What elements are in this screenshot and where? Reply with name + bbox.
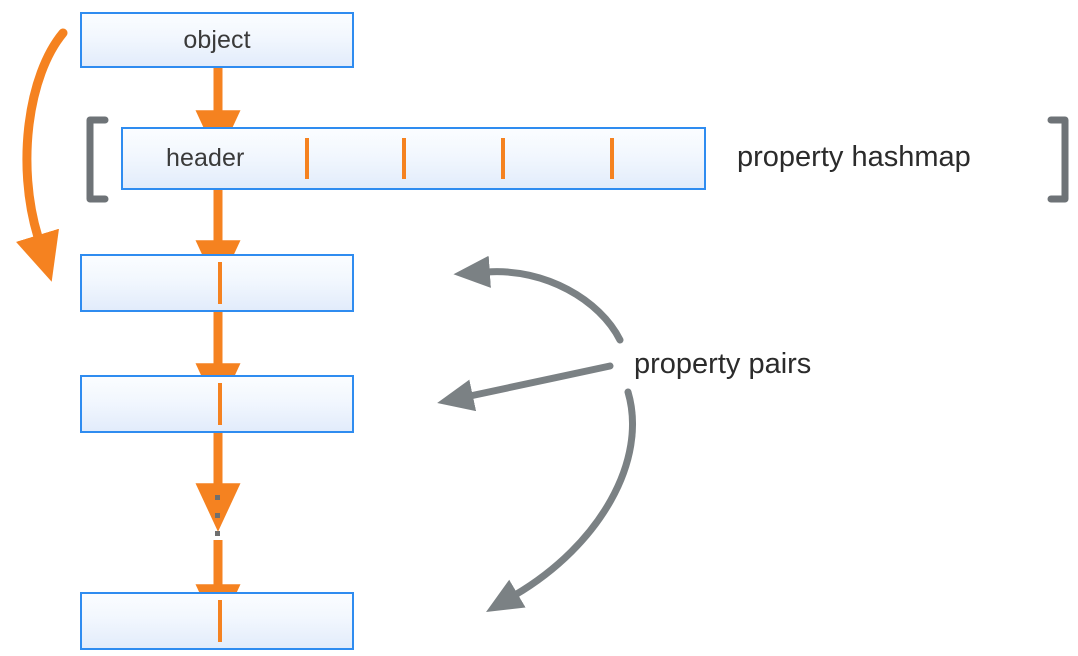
property-pair-box-2[interactable] xyxy=(80,375,354,433)
hashmap-slot-divider-1 xyxy=(305,138,309,179)
header-box-label: header xyxy=(166,144,245,172)
hashmap-slot-divider-2 xyxy=(402,138,406,179)
left-bracket-icon xyxy=(86,116,109,203)
property-pair-box-1[interactable] xyxy=(80,254,354,312)
arrow-pairs-to-pair3 xyxy=(486,388,636,613)
arrow-pairs-to-pair1 xyxy=(453,255,624,344)
object-box[interactable]: object xyxy=(80,12,354,68)
pair-divider-2 xyxy=(218,383,222,425)
chain-ellipsis-icon xyxy=(215,495,221,549)
header-hashmap-box[interactable]: header xyxy=(121,127,706,190)
property-pair-box-3[interactable] xyxy=(80,592,354,650)
hashmap-slot-divider-4 xyxy=(610,138,614,179)
property-pairs-label: property pairs xyxy=(634,348,812,380)
right-bracket-icon xyxy=(1047,116,1069,203)
hashmap-slot-divider-3 xyxy=(501,138,505,179)
arrow-object-chain-curve xyxy=(15,28,68,282)
pair-divider-3 xyxy=(218,600,222,642)
pair-divider-1 xyxy=(218,262,222,304)
object-box-label: object xyxy=(183,25,251,54)
arrow-pairs-to-pair2 xyxy=(437,362,614,412)
property-hashmap-label: property hashmap xyxy=(737,141,971,173)
